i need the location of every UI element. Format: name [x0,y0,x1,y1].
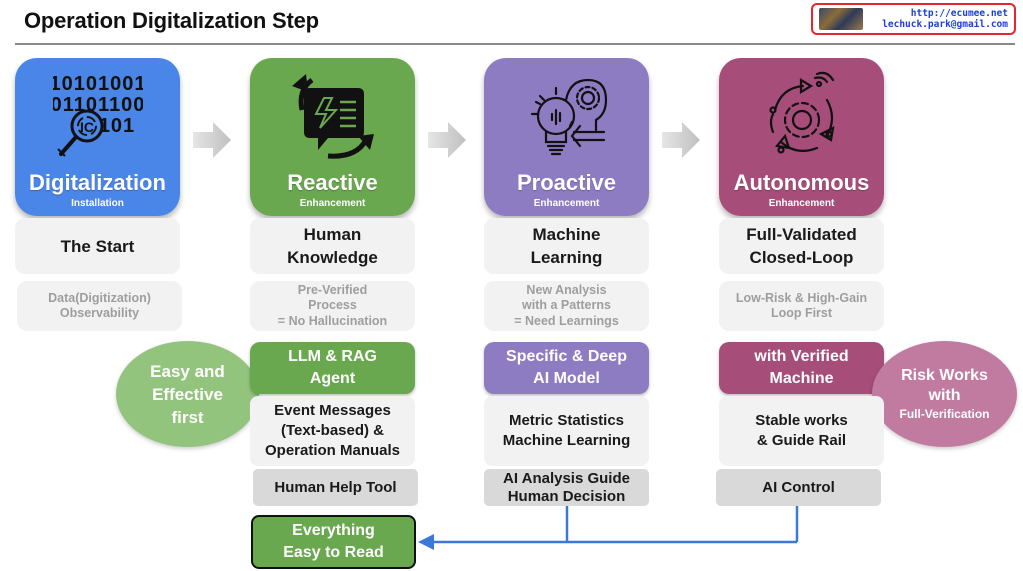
detail-line: Stable works [755,412,848,429]
step-subtitle: Enhancement [533,198,600,209]
tool-line: LLM & RAG [288,348,377,365]
step-title: Proactive [516,170,617,195]
role-box: AI Control [716,469,881,506]
role-label: Human Help Tool [274,478,397,496]
tool-line: Agent [309,370,356,387]
stage-label: Closed-Loop [749,248,854,267]
next-step-arrow-icon [193,122,231,158]
detail-line: Event Messages [274,402,391,419]
contact-badge: http://ecumee.net lechuck.park@gmail.com [811,3,1016,35]
lightbulb-head-gear-icon [522,70,612,166]
stage-label: Knowledge [287,248,378,267]
stage-box: The Start [15,218,180,274]
step-title: Reactive [287,170,378,195]
stage-label: Human [303,225,362,244]
role-label: AI Control [762,478,835,496]
chat-lightning-cycle-icon [288,70,378,166]
detail-line: Operation Manuals [264,442,401,459]
description-line: with a Patterns [522,298,611,313]
final-line: Everything [292,522,375,539]
step-title: Autonomous [733,170,870,195]
stage-label: Learning [530,248,603,267]
step-title: Digitalization [29,170,166,195]
step-subtitle: Enhancement [768,198,835,209]
description-line: = No Hallucination [277,313,388,328]
svg-text:101: 101 [98,115,134,137]
risk-works-bubble: Risk Works with Full-Verification [872,341,1017,447]
detail-line: Machine Learning [502,432,631,449]
description-line: New Analysis [526,282,607,297]
tool-box-llm-rag: LLM & RAG Agent [250,342,415,394]
role-label: Human Decision [507,487,626,505]
contact-email[interactable]: lechuck.park@gmail.com [882,19,1008,30]
svg-text:10101001: 10101001 [53,73,143,95]
description-line: Data(Digitization) [48,290,151,305]
step-card-proactive: Proactive Enhancement [484,58,649,216]
description-line: Low-Risk & High-Gain [735,290,868,305]
detail-box: Stable works & Guide Rail [719,396,884,466]
stage-label: The Start [60,236,135,256]
detail-line: & Guide Rail [756,432,847,449]
tool-line: Machine [769,370,834,387]
description-line: Observability [59,306,140,320]
gear-cycle-wireless-icon [757,70,847,166]
next-step-arrow-icon [662,122,700,158]
step-card-digitalization: 10101001 01101100 101 IC Digitalization … [15,58,180,216]
bubble-line: Risk Works [901,367,988,384]
detail-box: Event Messages (Text-based) & Operation Ma… [250,396,415,466]
tool-line: AI Model [533,370,600,387]
description-line: Process [308,298,357,313]
step-subtitle: Enhancement [299,198,366,209]
tool-line: with Verified [754,348,849,365]
bubble-line: with [928,387,961,404]
step-subtitle: Installation [71,198,124,209]
connector-arrowhead-icon [418,534,434,550]
bubble-line: Effective [152,384,223,404]
bubble-line: first [171,407,204,427]
description-line: = Need Learnings [514,313,619,328]
svg-text:IC: IC [80,119,94,135]
bubble-line: Easy and [150,361,225,381]
tool-line: Specific & Deep [506,348,627,365]
detail-line: (Text-based) & [280,422,385,439]
role-label: AI Analysis Guide [503,469,630,487]
bubble-line: Full-Verification [899,407,990,421]
easy-effective-bubble: Easy and Effective first [116,341,259,447]
final-line: Easy to Read [283,544,384,561]
description-line: Pre-Verified [297,282,368,297]
stage-label: Machine [532,225,601,244]
description-box: Data(Digitization)Observability [17,281,182,331]
next-step-arrow-icon [428,122,466,158]
contact-url[interactable]: http://ecumee.net [910,8,1008,19]
step-card-reactive: Reactive Enhancement [250,58,415,216]
step-card-autonomous: Autonomous Enhancement [719,58,884,216]
tool-box-ai-model: Specific & Deep AI Model [484,342,649,394]
detail-line: Metric Statistics [508,412,625,429]
binary-magnifier-icon: 10101001 01101100 101 IC [49,70,145,166]
page-title: Operation Digitalization Step [24,8,319,33]
svg-text:01101100: 01101100 [53,94,143,116]
title-divider [15,43,1015,45]
stage-label: Full-Validated [746,225,857,244]
description-line: Loop First [770,306,833,320]
role-box: Human Help Tool [253,469,418,506]
author-thumbnail [819,8,863,30]
